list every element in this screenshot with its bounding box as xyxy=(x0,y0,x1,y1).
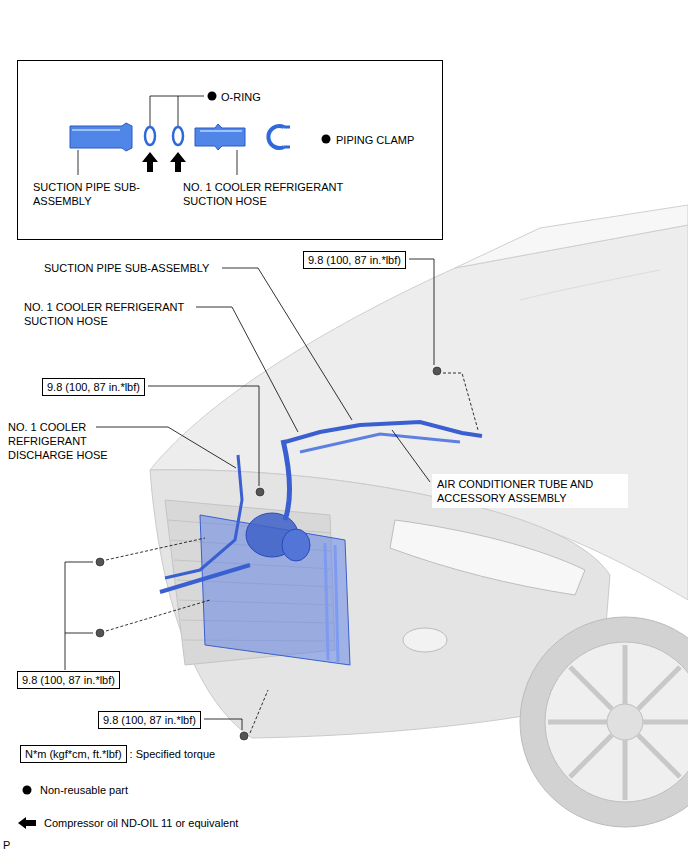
ac-parts xyxy=(300,434,460,452)
bolt xyxy=(240,732,248,740)
leader-line xyxy=(65,259,434,730)
legend-text: : Specified torque xyxy=(130,747,216,761)
torque-box: 9.8 (100, 87 in.*lbf) xyxy=(303,251,406,269)
part-label: O-RING xyxy=(221,90,261,104)
part-label: AIR CONDITIONER TUBE AND ACCESSORY ASSEM… xyxy=(437,477,623,505)
part-label: SUCTION PIPE SUB-ASSEMBLY xyxy=(33,180,143,208)
inset-leader xyxy=(78,150,79,175)
dot-sample xyxy=(20,783,34,797)
ac-parts xyxy=(160,422,482,665)
wheel xyxy=(545,642,688,802)
dashed-leader xyxy=(250,690,268,733)
inset-leader xyxy=(150,96,204,126)
wheel xyxy=(607,704,643,740)
inset-clamp xyxy=(284,127,290,147)
ac-parts xyxy=(282,529,310,561)
inset-hose xyxy=(200,130,242,132)
part-label: NO. 1 COOLER REFRIGERANT SUCTION HOSE xyxy=(24,300,224,328)
car-body xyxy=(150,225,688,600)
inset-hose xyxy=(195,124,245,150)
inset-pipe xyxy=(70,123,132,151)
legend-row: Compressor oil ND-OIL 11 or equivalent xyxy=(14,816,238,830)
leader-line xyxy=(148,386,259,486)
non-reusable-dot xyxy=(208,92,217,101)
leader-line xyxy=(96,427,236,468)
dashed-leader xyxy=(106,538,205,560)
wheel xyxy=(520,617,688,827)
bolt xyxy=(96,629,104,637)
inset-leader xyxy=(78,96,237,175)
oil-arrow xyxy=(142,152,158,172)
torque-box: 9.8 (100, 87 in.*lbf) xyxy=(98,711,201,729)
torque-value: 9.8 (100, 87 in.*lbf) xyxy=(22,673,115,687)
wheel xyxy=(548,645,688,800)
inset-o-ring xyxy=(145,127,155,145)
leader-line xyxy=(222,268,352,420)
part-label: PIPING CLAMP xyxy=(336,133,414,147)
inset-clamp xyxy=(268,126,284,148)
dashed-leader xyxy=(443,373,478,430)
inset-o-ring xyxy=(145,127,183,145)
ac-parts xyxy=(325,543,338,662)
ac-parts xyxy=(285,422,482,442)
leader-line xyxy=(196,307,298,432)
leader-line xyxy=(204,719,242,730)
leader-line xyxy=(409,259,434,365)
oil-arrow-sample xyxy=(18,817,36,829)
legend-text: Compressor oil ND-OIL 11 or equivalent xyxy=(44,816,238,830)
torque-box: 9.8 (100, 87 in.*lbf) xyxy=(42,378,145,396)
torque-box: 9.8 (100, 87 in.*lbf) xyxy=(17,671,120,689)
inset-frame: O-RING PIPING CLAMP SUCTION PIPE SUB-ASSEM… xyxy=(17,60,443,240)
legend-row: Non-reusable part xyxy=(20,783,128,797)
car-body xyxy=(520,270,660,300)
car-body xyxy=(455,205,688,268)
oil-arrow xyxy=(142,152,186,172)
ac-parts xyxy=(160,565,250,592)
headlight xyxy=(390,520,585,595)
inset-pipe xyxy=(70,123,132,151)
torque-unit-box: N*m (kgf*cm, ft.*lbf) xyxy=(20,745,127,763)
headlight xyxy=(403,628,447,652)
bolt xyxy=(96,367,441,740)
oil-arrow-sample xyxy=(14,816,38,830)
non-reusable-dot xyxy=(322,135,331,144)
leader-line xyxy=(65,633,93,634)
dashed-leader xyxy=(106,373,478,733)
ac-parts xyxy=(165,455,242,578)
torque-value: 9.8 (100, 87 in.*lbf) xyxy=(308,253,401,267)
torque-value: N*m (kgf*cm, ft.*lbf) xyxy=(25,747,122,761)
legend-text: Non-reusable part xyxy=(40,783,128,797)
part-label: NO. 1 COOLER REFRIGERANT SUCTION HOSE xyxy=(183,180,368,208)
inset-clamp xyxy=(268,126,290,148)
wheel xyxy=(520,617,688,827)
bolt xyxy=(433,367,441,375)
inset-o-ring xyxy=(173,127,183,145)
inset-leader xyxy=(237,150,238,175)
figure-code: P xyxy=(3,838,10,852)
dashed-leader xyxy=(106,600,210,631)
torque-value: 9.8 (100, 87 in.*lbf) xyxy=(103,713,196,727)
leader-line xyxy=(392,430,430,482)
bolt xyxy=(256,488,264,496)
leader-line xyxy=(65,562,93,670)
part-label: NO. 1 COOLER REFRIGERANT DISCHARGE HOSE xyxy=(8,420,120,462)
headlight xyxy=(390,520,585,652)
inset-leader xyxy=(178,96,179,126)
bolt xyxy=(96,558,104,566)
part-label: SUCTION PIPE SUB-ASSEMBLY xyxy=(44,261,209,275)
oil-arrow xyxy=(170,152,186,172)
inset-hose xyxy=(195,124,245,150)
ac-parts xyxy=(283,440,289,520)
inset-pipe xyxy=(72,129,120,131)
part-label-plate: AIR CONDITIONER TUBE AND ACCESSORY ASSEM… xyxy=(432,474,628,508)
torque-value: 9.8 (100, 87 in.*lbf) xyxy=(47,380,140,394)
dot-sample xyxy=(23,786,32,795)
